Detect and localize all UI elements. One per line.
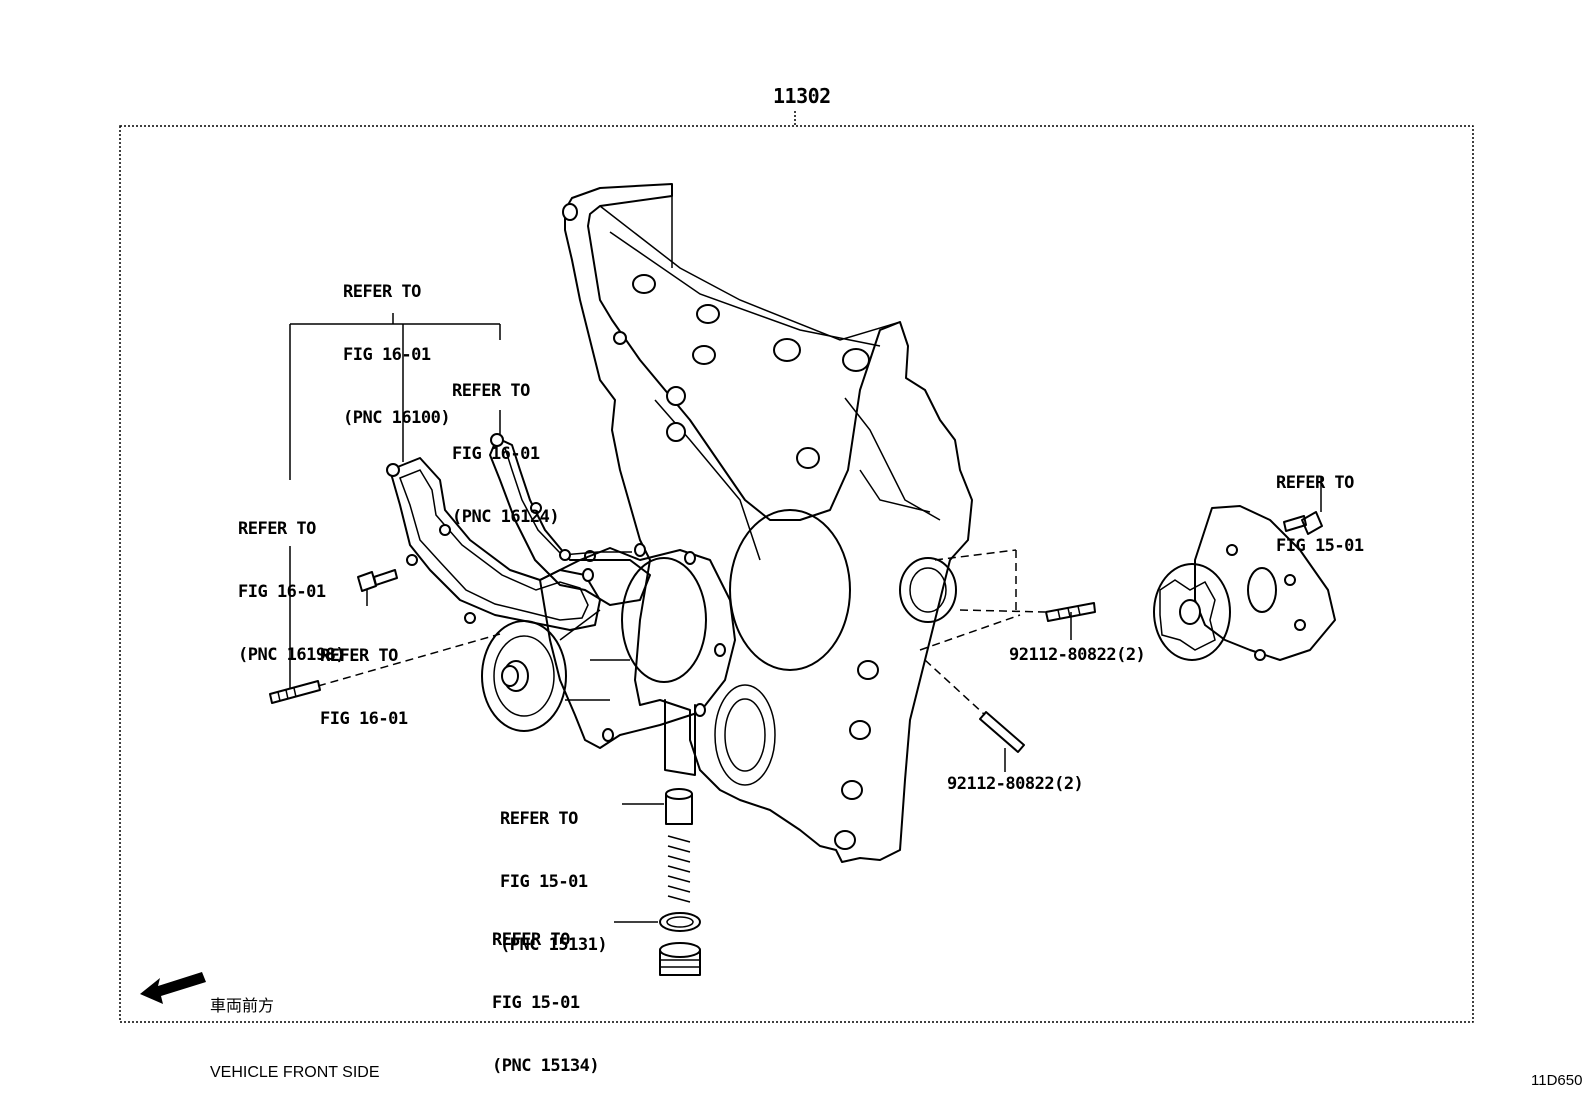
callout-pnc-16198[interactable]: REFER TO FIG 16-01 (PNC 16198) (238, 477, 346, 687)
vehicle-front-arrow-icon (140, 972, 206, 1004)
callout-line: FIG 15-01 (1276, 536, 1364, 556)
assembly-number: 11302 (773, 84, 831, 108)
vehicle-front-english: VEHICLE FRONT SIDE (210, 1064, 380, 1081)
part-number-stud-lower[interactable]: 92112-80822(2) (947, 774, 1084, 794)
callout-line: REFER TO (492, 930, 570, 950)
part-number-stud-upper[interactable]: 92112-80822(2) (1009, 645, 1146, 665)
water-pump (481, 543, 736, 749)
callout-line: REFER TO (320, 646, 398, 666)
callout-line: (PNC 16198) (238, 645, 346, 665)
callout-pnc-15131[interactable]: REFER TO FIG 15-01 (PNC 15131) (500, 767, 608, 977)
callout-line: REFER TO (1276, 473, 1354, 493)
timing-cover (562, 183, 973, 863)
callout-line: FIG 16-01 (238, 582, 326, 602)
callout-line: REFER TO (238, 519, 316, 539)
callout-line: (PNC 15134) (492, 1056, 600, 1076)
assembly-boundary (119, 125, 1474, 1023)
callout-pnc-16124[interactable]: REFER TO FIG 16-01 (PNC 16124) (452, 339, 560, 549)
oil-pump (1153, 505, 1336, 661)
callout-line: REFER TO (343, 282, 421, 302)
callout-line: (PNC 15131) (500, 935, 608, 955)
leader-lines (289, 313, 1322, 923)
callout-line: (PNC 16100) (343, 408, 451, 428)
callout-line: REFER TO (500, 809, 578, 829)
callout-line: FIG 16-01 (452, 444, 540, 464)
relief-valve-parts (659, 788, 701, 976)
vehicle-front-label: 車両前方 VEHICLE FRONT SIDE (210, 952, 380, 1106)
callout-pnc-15134[interactable]: REFER TO FIG 15-01 (PNC 15134) (492, 888, 600, 1098)
diagram-code: 11D650 (1531, 1072, 1583, 1089)
callout-line: (PNC 16124) (452, 507, 560, 527)
callout-line: FIG 15-01 (492, 993, 580, 1013)
callout-line: FIG 15-01 (500, 872, 588, 892)
callout-line: REFER TO (452, 381, 530, 401)
callout-fig-15-01[interactable]: REFER TO FIG 15-01 (1276, 431, 1364, 578)
fasteners (269, 511, 1323, 753)
callout-line: FIG 16-01 (343, 345, 431, 365)
callout-fig-16-01[interactable]: REFER TO FIG 16-01 (320, 604, 408, 751)
vehicle-front-japanese: 車両前方 (210, 998, 275, 1015)
callout-pnc-16100[interactable]: REFER TO FIG 16-01 (PNC 16100) (343, 240, 451, 450)
callout-line: FIG 16-01 (320, 709, 408, 729)
